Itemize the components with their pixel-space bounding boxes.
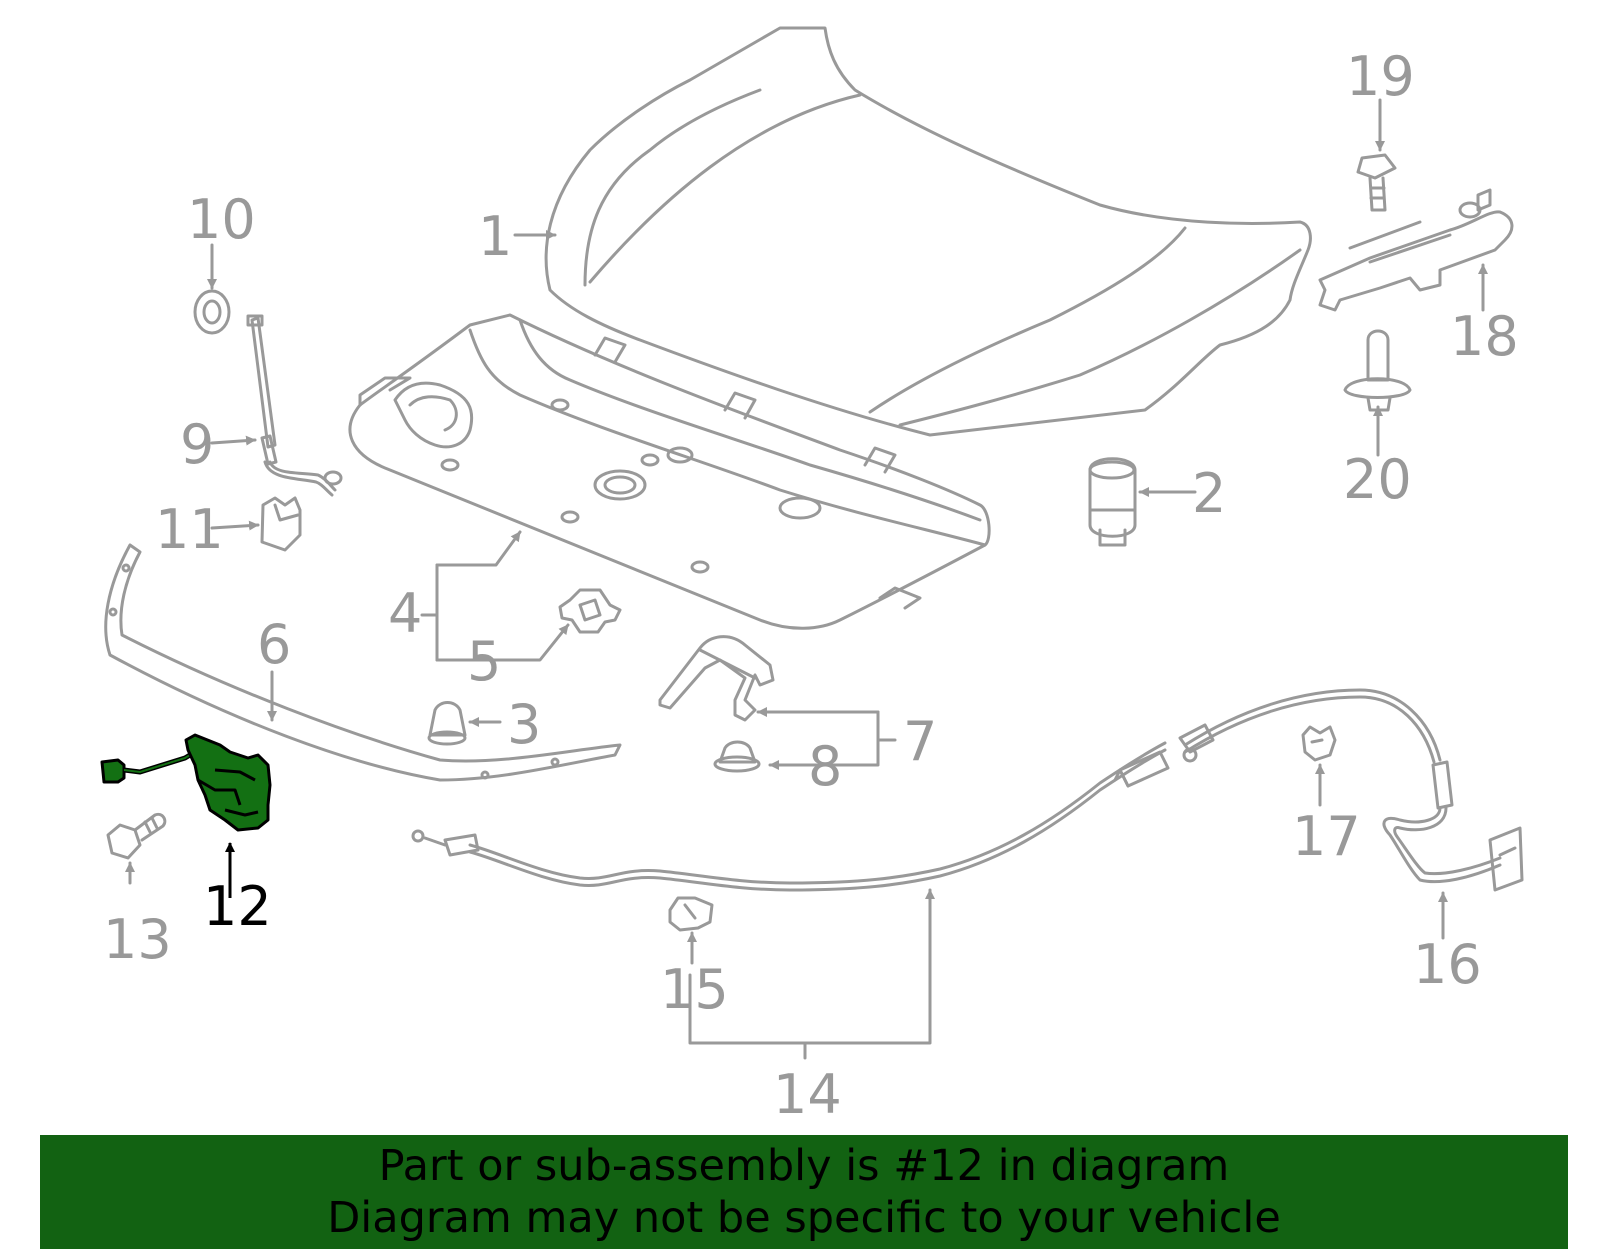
callout-18: 18 xyxy=(1450,305,1519,368)
part-1-hood xyxy=(544,26,1312,437)
part-8-clip xyxy=(713,740,761,773)
info-banner: Part or sub-assembly is #12 in diagram D… xyxy=(40,1135,1568,1249)
part-10-grommet xyxy=(193,289,231,335)
part-17-clip xyxy=(1301,725,1337,762)
callout-16: 16 xyxy=(1413,933,1482,996)
callout-9: 9 xyxy=(180,413,214,476)
callout-labels: 1 2 3 4 5 6 7 8 9 10 11 12 13 14 15 16 1… xyxy=(103,45,1519,1126)
callout-10: 10 xyxy=(187,188,256,251)
callout-20: 20 xyxy=(1343,448,1412,511)
callout-11: 11 xyxy=(155,498,224,561)
part-4-insulator xyxy=(348,313,991,630)
callout-4: 4 xyxy=(388,582,422,645)
callout-5: 5 xyxy=(467,630,501,693)
callout-8: 8 xyxy=(808,735,842,798)
part-3-bumper xyxy=(427,701,467,746)
part-16-cable-end xyxy=(1382,760,1524,892)
part-18-hinge xyxy=(1318,188,1514,312)
banner-line-1: Part or sub-assembly is #12 in diagram xyxy=(378,1141,1230,1191)
part-9-support-rod xyxy=(246,314,343,497)
callout-3: 3 xyxy=(507,693,541,756)
part-7-bracket xyxy=(658,635,775,722)
part-11-holder xyxy=(260,496,302,552)
part-19-bolt xyxy=(1356,153,1397,212)
callout-12: 12 xyxy=(203,875,272,938)
part-5-clip xyxy=(558,588,622,634)
callout-17: 17 xyxy=(1292,805,1361,868)
part-6-seal xyxy=(104,543,622,782)
part-2-stop xyxy=(1088,457,1137,547)
callout-14: 14 xyxy=(773,1063,842,1126)
callout-19: 19 xyxy=(1346,45,1415,108)
banner-line-2: Diagram may not be specific to your vehi… xyxy=(327,1193,1281,1243)
part-13-bolt xyxy=(106,812,167,860)
callout-7: 7 xyxy=(903,710,937,773)
callout-2: 2 xyxy=(1192,462,1226,525)
part-14-release-cable xyxy=(411,688,1442,892)
part-15-clip xyxy=(668,896,714,932)
part-20-clip xyxy=(1343,329,1412,412)
callout-1: 1 xyxy=(478,205,512,268)
callout-13: 13 xyxy=(103,908,172,971)
leader-lines xyxy=(125,98,1488,1060)
callout-15: 15 xyxy=(660,958,729,1021)
part-12-hood-latch xyxy=(100,733,272,898)
callout-6: 6 xyxy=(257,613,291,676)
